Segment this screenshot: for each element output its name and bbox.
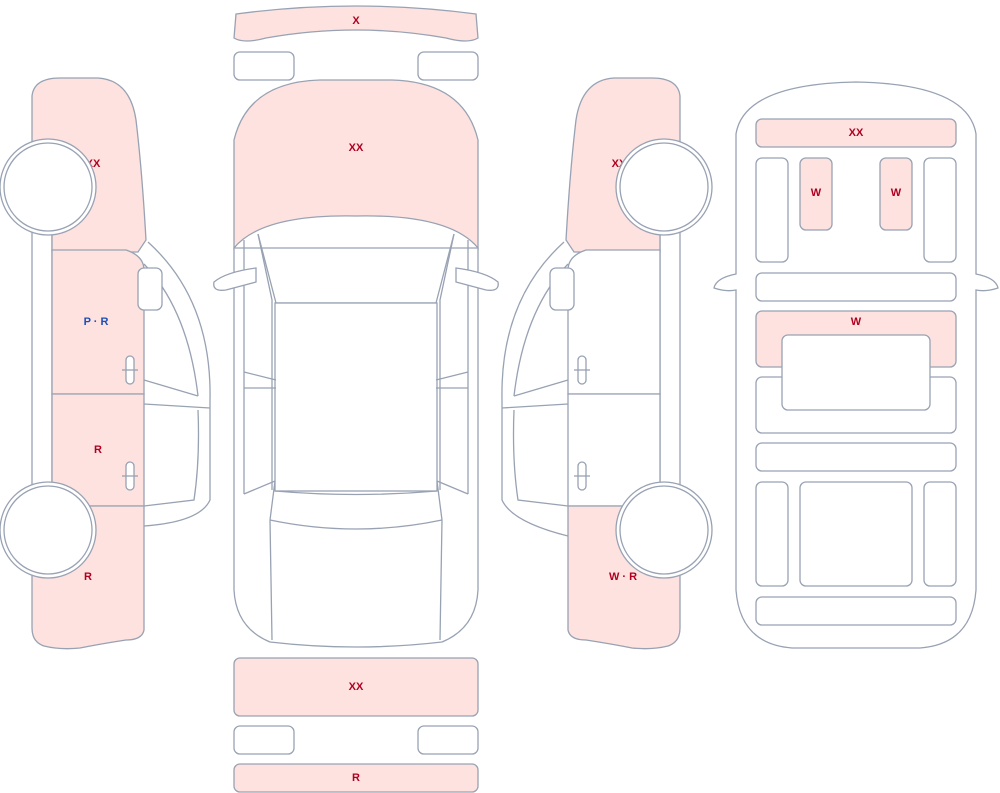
top-view: X XX XX R: [213, 5, 499, 793]
rear-crossmember[interactable]: [755, 596, 957, 626]
right-taillight[interactable]: [417, 725, 479, 755]
dash-panel[interactable]: [755, 272, 957, 302]
right-glass-outline: [501, 241, 569, 537]
trunk-floor-panel[interactable]: [799, 481, 913, 587]
right-rocker: [659, 231, 681, 491]
hood-panel[interactable]: [233, 79, 479, 250]
left-front-rail[interactable]: [799, 157, 833, 231]
right-front-rail-label: W: [891, 187, 902, 199]
right-quarter-label: W · R: [609, 571, 637, 583]
left-rocker: [31, 231, 53, 491]
right-headlight[interactable]: [417, 51, 479, 81]
left-front-rail-label: W: [811, 187, 822, 199]
rear-panel-label: XX: [349, 681, 364, 693]
roof-panel[interactable]: [274, 302, 438, 492]
right-front-door-panel[interactable]: [567, 249, 661, 395]
right-mirror[interactable]: [455, 267, 499, 291]
left-mirror[interactable]: [213, 267, 257, 291]
left-front-apron[interactable]: [755, 157, 789, 263]
right-front-apron[interactable]: [923, 157, 957, 263]
front-floor-label: W: [851, 316, 862, 328]
right-front-rail[interactable]: [879, 157, 913, 231]
right-pillars: [435, 233, 469, 494]
right-side-mirror[interactable]: [549, 267, 575, 311]
right-rear-wheel[interactable]: [619, 485, 709, 575]
floor-tunnel[interactable]: [781, 334, 931, 411]
left-pillars: [243, 233, 277, 494]
trunk-lid[interactable]: [269, 480, 443, 641]
rear-bumper-label: R: [352, 772, 360, 784]
rear-seat-crossmember[interactable]: [755, 442, 957, 472]
left-front-wheel[interactable]: [3, 142, 93, 232]
underbody-view: XX W W W: [713, 81, 999, 649]
front-crossmember[interactable]: [755, 118, 957, 148]
right-side-view: XX W · R: [501, 77, 713, 650]
hood-label: XX: [349, 142, 364, 154]
left-side-view: XX P · R R R: [0, 77, 211, 650]
right-front-wheel[interactable]: [619, 142, 709, 232]
left-rear-door-label: R: [94, 444, 102, 456]
right-rear-rail[interactable]: [923, 481, 957, 587]
left-taillight[interactable]: [233, 725, 295, 755]
rear-bumper-panel[interactable]: [233, 763, 479, 793]
rear-window-frame: [243, 480, 469, 496]
left-rear-wheel[interactable]: [3, 485, 93, 575]
front-bumper-label: X: [352, 15, 360, 27]
left-rear-rail[interactable]: [755, 481, 789, 587]
rear-panel[interactable]: [233, 657, 479, 717]
left-front-door-label: P · R: [84, 316, 109, 328]
front-crossmember-label: XX: [849, 127, 864, 139]
left-glass-outline: [143, 241, 211, 527]
left-side-mirror[interactable]: [137, 267, 163, 311]
front-bumper-panel[interactable]: [233, 5, 479, 42]
left-headlight[interactable]: [233, 51, 295, 81]
left-quarter-label: R: [84, 571, 92, 583]
left-front-door-panel[interactable]: [51, 249, 145, 395]
